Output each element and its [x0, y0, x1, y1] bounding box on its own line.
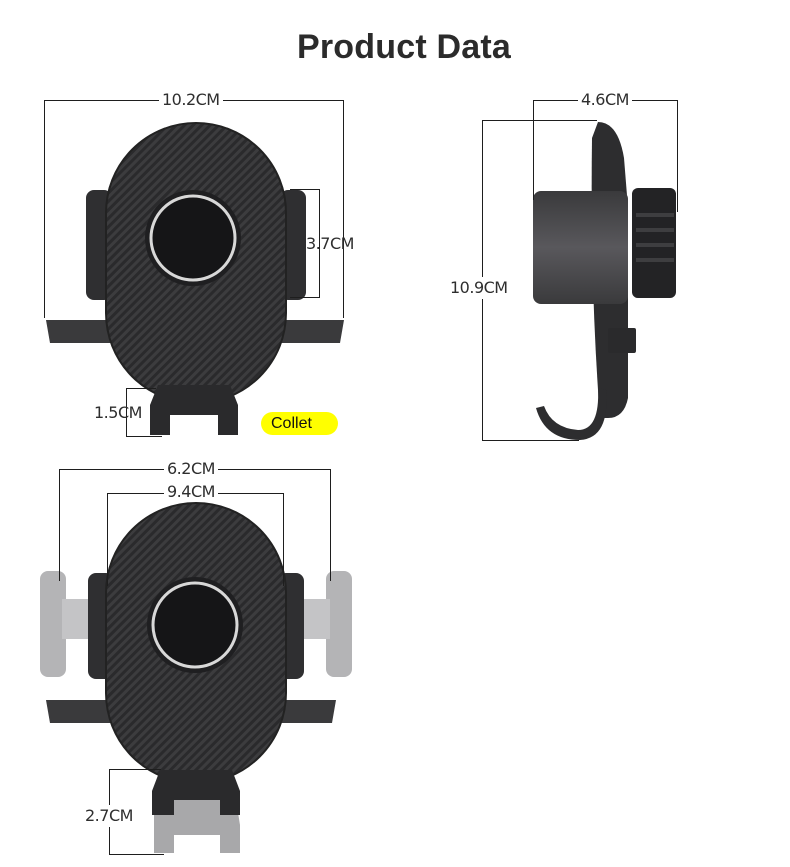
hook-ext-tick-top	[109, 769, 161, 770]
outer-width-dimension-label: 6.2CM	[164, 460, 218, 478]
height-dimension-tick-top	[482, 120, 597, 121]
clamp-dimension-line	[319, 189, 320, 298]
width-dimension-tick-left	[44, 100, 45, 318]
hook-dimension-line	[126, 388, 127, 437]
hook-dimension-tick-top	[126, 388, 156, 389]
inner-width-tick-right	[283, 493, 284, 586]
inner-width-tick-left	[107, 493, 108, 586]
hook-dimension-tick-bottom	[126, 436, 162, 437]
clamp-dimension-tick-bottom	[290, 297, 320, 298]
inner-width-dimension-label: 9.4CM	[164, 483, 218, 501]
phone-holder-side-image	[533, 122, 676, 440]
hook-dimension-label: 1.5CM	[94, 403, 142, 422]
outer-width-tick-right	[330, 469, 331, 581]
phone-holder-front-image	[46, 122, 344, 435]
collet-tag: Collet	[261, 412, 338, 435]
width-dimension-label: 10.2CM	[159, 91, 223, 109]
clamp-dimension-tick-top	[290, 189, 320, 190]
depth-dimension-tick-right	[677, 100, 678, 212]
phone-holder-extended-image	[40, 502, 352, 853]
hook-ext-tick-bottom	[109, 854, 164, 855]
depth-dimension-tick-left	[533, 100, 534, 200]
width-dimension-tick-right	[343, 100, 344, 318]
depth-dimension-label: 4.6CM	[578, 91, 632, 109]
height-dimension-tick-bottom	[482, 440, 579, 441]
height-dimension-label: 10.9CM	[447, 277, 511, 299]
outer-width-tick-left	[59, 469, 60, 581]
hook-ext-dimension-label: 2.7CM	[82, 805, 136, 827]
page-title: Product Data	[297, 28, 511, 66]
clamp-dimension-label: 3.7CM	[306, 234, 354, 253]
